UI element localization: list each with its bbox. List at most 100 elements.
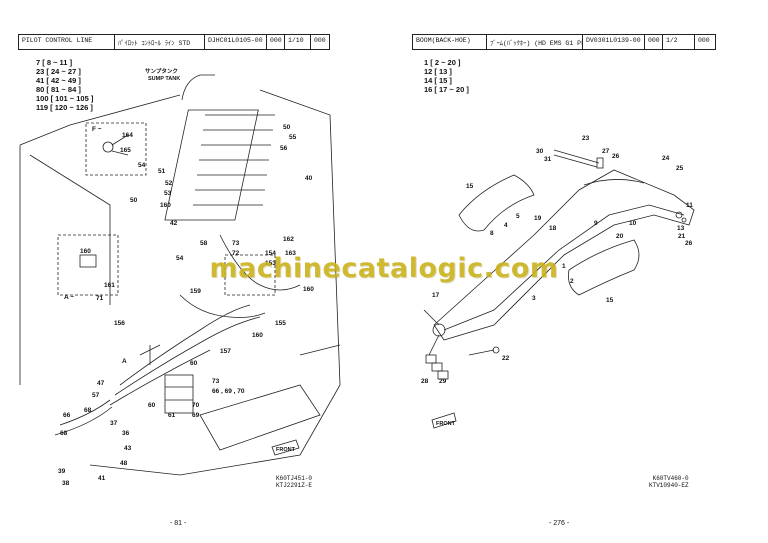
callout: 55 [289,134,297,141]
callout: 66 , 69 , 70 [212,388,245,395]
callout: 162 [283,236,294,243]
callout: 58 [200,240,208,247]
callout: 38 [62,480,70,487]
callout: 20 [616,233,624,240]
front-badge: FRONT [276,447,296,453]
callout: 5 [516,213,520,220]
callout: 10 [629,220,637,227]
callout: 72 [232,250,240,257]
callout: 29 [439,378,447,385]
callout: 36 [122,430,130,437]
right-catalog-page: BOOM(BACK-HOE) ﾌﾞｰﾑ(ﾊﾞｯｸﾎｰ) (HD EMS G1 P… [384,0,768,543]
callout: 153 [265,260,276,267]
callout: 54 [176,255,184,262]
watermark-logo: machinecatalogic.com [209,253,559,284]
callout: 40 [305,175,313,182]
left-catalog-page: PILOT CONTROL LINE ﾊﾟｲﾛｯﾄ ｺﾝﾄﾛｰﾙ ﾗｲﾝ STD… [18,34,341,527]
ref-item: 14 [ 15 ] [424,76,452,85]
callout: 160 [160,202,171,209]
ref-item: 119 [ 120 ~ 126 ] [36,103,93,112]
right-header-jp-title: ﾌﾞｰﾑ(ﾊﾞｯｸﾎｰ) (HD EMS G1 PL) [487,35,583,49]
callout: 163 [285,250,296,257]
callout: 26 [612,153,620,160]
callout: 54 [138,162,146,169]
callout: 31 [544,156,552,163]
left-header-code: DJHC01L0105-00 [205,35,267,49]
drawing-code: KTJ2291Z-E [276,482,313,489]
callout: 24 [662,155,670,162]
callout: 17 [432,292,440,299]
callout: 154 [265,250,276,257]
callout: 60 [190,360,198,367]
callout: 57 [92,392,100,399]
left-header-title: PILOT CONTROL LINE [19,35,115,49]
callout: 48 [120,460,128,467]
right-page-number: - 276 - [549,520,570,527]
callout: 156 [114,320,125,327]
drawing-code: K60TJ451-0 [276,475,313,482]
ref-item: 1 [ 2 ~ 20 ] [424,58,461,67]
right-header-rev: 000 [645,35,663,49]
drawing-code: KTV10940-EZ [649,482,689,489]
ref-item: 16 [ 17 ~ 20 ] [424,85,469,94]
callout: 27 [602,148,610,155]
ref-item: 12 [ 13 ] [424,67,452,76]
right-header-title: BOOM(BACK-HOE) [413,35,487,49]
callout: 53 [164,190,172,197]
callout: 18 [549,225,557,232]
inset-a-label: A ~ [64,294,74,301]
callout: 43 [124,445,132,452]
callout: 13 [677,225,685,232]
callout: 160 [303,286,314,293]
left-drawing-codes: K60TJ451-0 KTJ2291Z-E [276,475,312,489]
sump-tank-label: SUMP TANK [148,76,180,82]
callout: 164 [122,132,133,139]
right-header-page: 1/2 [663,35,695,49]
callout: 26 [685,240,693,247]
ref-item: 80 [ 81 ~ 84 ] [36,85,81,94]
callout: 1 [562,263,566,270]
callout: 47 [97,380,105,387]
ref-item: 23 [ 24 ~ 27 ] [36,67,81,76]
left-header-rev: 000 [267,35,285,49]
left-header-jp-title: ﾊﾟｲﾛｯﾄ ｺﾝﾄﾛｰﾙ ﾗｲﾝ STD [115,35,205,49]
callout: 21 [678,233,686,240]
callout: 50 [283,124,291,131]
callout: 159 [190,288,201,295]
callout: 157 [220,348,231,355]
ref-item: 41 [ 42 ~ 49 ] [36,76,81,85]
callout: 37 [110,420,118,427]
callout: 2 [570,278,574,285]
callout: 66 [63,412,71,419]
callout: 60 [148,402,156,409]
callout: 165 [120,147,131,154]
drawing-code: K60TV460-0 [652,475,689,482]
callout: 4 [504,222,508,229]
callout: 50 [130,197,138,204]
right-header-extra: 000 [698,37,710,44]
right-header-code: DV0301L0139-00 [583,35,645,49]
callout: 51 [158,168,166,175]
callout: 52 [165,180,173,187]
left-page-header: PILOT CONTROL LINE ﾊﾟｲﾛｯﾄ ｺﾝﾄﾛｰﾙ ﾗｲﾝ STD… [18,34,330,50]
pilot-control-line-diagram: サンプタンク SUMP TANK F ~ A ~ A FRONT 164 165… [19,67,341,487]
left-page-number: - 81 - [170,520,187,527]
right-drawing-codes: K60TV460-0 KTV10940-EZ [649,475,689,489]
callout: 28 [421,378,429,385]
right-assembly-refs: 1 [ 2 ~ 20 ] 12 [ 13 ] 14 [ 15 ] 16 [ 17… [424,58,469,94]
marker-a-label: A [122,358,127,365]
callout: 161 [104,282,115,289]
left-assembly-refs: 7 [ 8 ~ 11 ] 23 [ 24 ~ 27 ] 41 [ 42 ~ 49… [36,58,93,112]
callout: 11 [686,202,693,209]
ref-item: 7 [ 8 ~ 11 ] [36,58,73,67]
callout: 73 [232,240,240,247]
callout: 41 [98,475,106,482]
callout: 39 [58,468,66,475]
callout: 19 [534,215,542,222]
callout: 9 [594,220,598,227]
callout: 15 [466,183,474,190]
callout: 3 [532,295,536,302]
callout: 15 [606,297,614,304]
front-badge: FRONT [436,421,456,427]
sump-tank-jp-label: サンプタンク [145,67,178,75]
